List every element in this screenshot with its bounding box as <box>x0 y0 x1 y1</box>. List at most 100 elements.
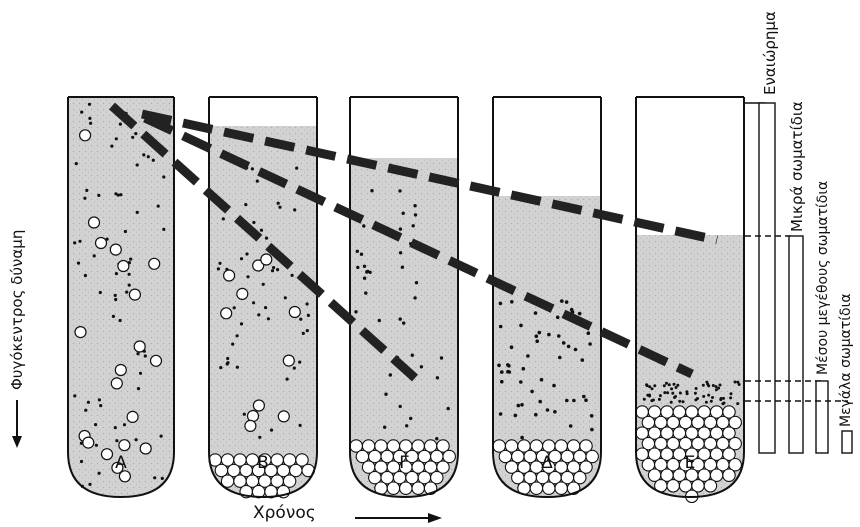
small-particle <box>240 257 243 260</box>
small-particle <box>93 254 96 257</box>
small-particle <box>144 354 147 357</box>
small-particle <box>139 372 142 375</box>
small-particle <box>246 275 249 278</box>
small-particle <box>401 266 404 269</box>
large-particle <box>283 355 294 366</box>
large-particle <box>115 365 126 376</box>
small-particle <box>679 392 682 395</box>
pellet-particle <box>412 482 424 494</box>
small-particle <box>152 159 155 162</box>
small-particle <box>262 283 265 286</box>
small-particle <box>222 217 225 220</box>
small-particle <box>161 477 164 480</box>
small-particle <box>368 271 371 274</box>
small-particle <box>73 241 76 244</box>
small-particle <box>217 267 220 270</box>
small-particle <box>413 296 416 299</box>
pellet-particle <box>555 482 567 494</box>
small-particle <box>440 356 443 359</box>
small-particle <box>414 213 417 216</box>
small-particle <box>411 354 414 357</box>
small-particle <box>420 365 423 368</box>
small-particle <box>675 386 678 389</box>
small-particle <box>665 382 668 385</box>
large-particle <box>75 327 86 338</box>
small-particle <box>80 460 83 463</box>
small-particle <box>535 339 539 343</box>
small-particle <box>284 296 287 299</box>
small-particle <box>522 367 526 371</box>
small-particle <box>115 137 118 140</box>
small-particle <box>663 384 666 387</box>
small-particle <box>226 361 229 364</box>
small-particle <box>694 392 697 395</box>
large-particle <box>151 355 162 366</box>
small-particle <box>295 167 298 170</box>
tube-label-a: Α <box>106 453 136 473</box>
small-particle <box>399 405 402 408</box>
large-particle <box>245 420 256 431</box>
pellet-particle <box>387 482 399 494</box>
small-particle <box>265 237 268 240</box>
small-particle <box>244 203 247 206</box>
large-particle <box>118 261 129 272</box>
small-particle <box>719 384 722 387</box>
small-particle <box>719 398 722 401</box>
small-particle <box>399 251 402 254</box>
small-particle <box>98 398 101 401</box>
large-particle <box>221 308 232 319</box>
small-particle <box>136 352 139 355</box>
small-particle <box>538 400 542 404</box>
small-particle <box>360 253 363 256</box>
large-particle <box>127 411 138 422</box>
small-particle <box>356 266 359 269</box>
small-particle <box>383 426 386 429</box>
small-particle <box>412 224 415 227</box>
small-particle <box>271 269 274 272</box>
small-particle <box>231 343 234 346</box>
small-particle <box>99 404 102 407</box>
layer-label-large: Μεγάλα σωματίδια <box>838 293 854 427</box>
small-particle <box>695 387 698 390</box>
small-particle <box>293 208 296 211</box>
small-particle <box>562 341 566 345</box>
small-particle <box>651 387 654 390</box>
tube-e <box>636 97 744 502</box>
small-particle <box>645 383 648 386</box>
small-particle <box>652 399 655 402</box>
small-particle <box>236 334 239 337</box>
small-particle <box>405 424 408 427</box>
small-particle <box>705 381 708 384</box>
small-particle <box>114 426 117 429</box>
small-particle <box>553 410 557 414</box>
small-particle <box>710 400 713 403</box>
bar-small <box>789 236 803 453</box>
small-particle <box>715 388 718 391</box>
small-particle <box>499 412 503 416</box>
small-particle <box>648 395 651 398</box>
small-particle <box>517 404 521 408</box>
small-particle <box>696 397 699 400</box>
small-particle <box>128 273 131 276</box>
small-particle <box>270 429 273 432</box>
pellet-particle <box>530 482 542 494</box>
small-particle <box>286 378 289 381</box>
large-particle <box>261 254 272 265</box>
large-particle <box>278 411 289 422</box>
small-particle <box>715 385 718 388</box>
tube-label-d: Δ <box>532 453 562 473</box>
small-particle <box>99 291 102 294</box>
small-particle <box>306 302 309 305</box>
small-particle <box>546 408 550 412</box>
small-particle <box>84 409 87 412</box>
time-arrow <box>355 513 442 523</box>
small-particle <box>95 444 98 447</box>
small-particle <box>362 224 365 227</box>
small-particle <box>530 390 534 394</box>
small-particle <box>519 380 523 384</box>
tube-a <box>68 97 174 497</box>
small-particle <box>147 155 150 158</box>
large-particle <box>80 130 91 141</box>
large-particle <box>149 258 160 269</box>
